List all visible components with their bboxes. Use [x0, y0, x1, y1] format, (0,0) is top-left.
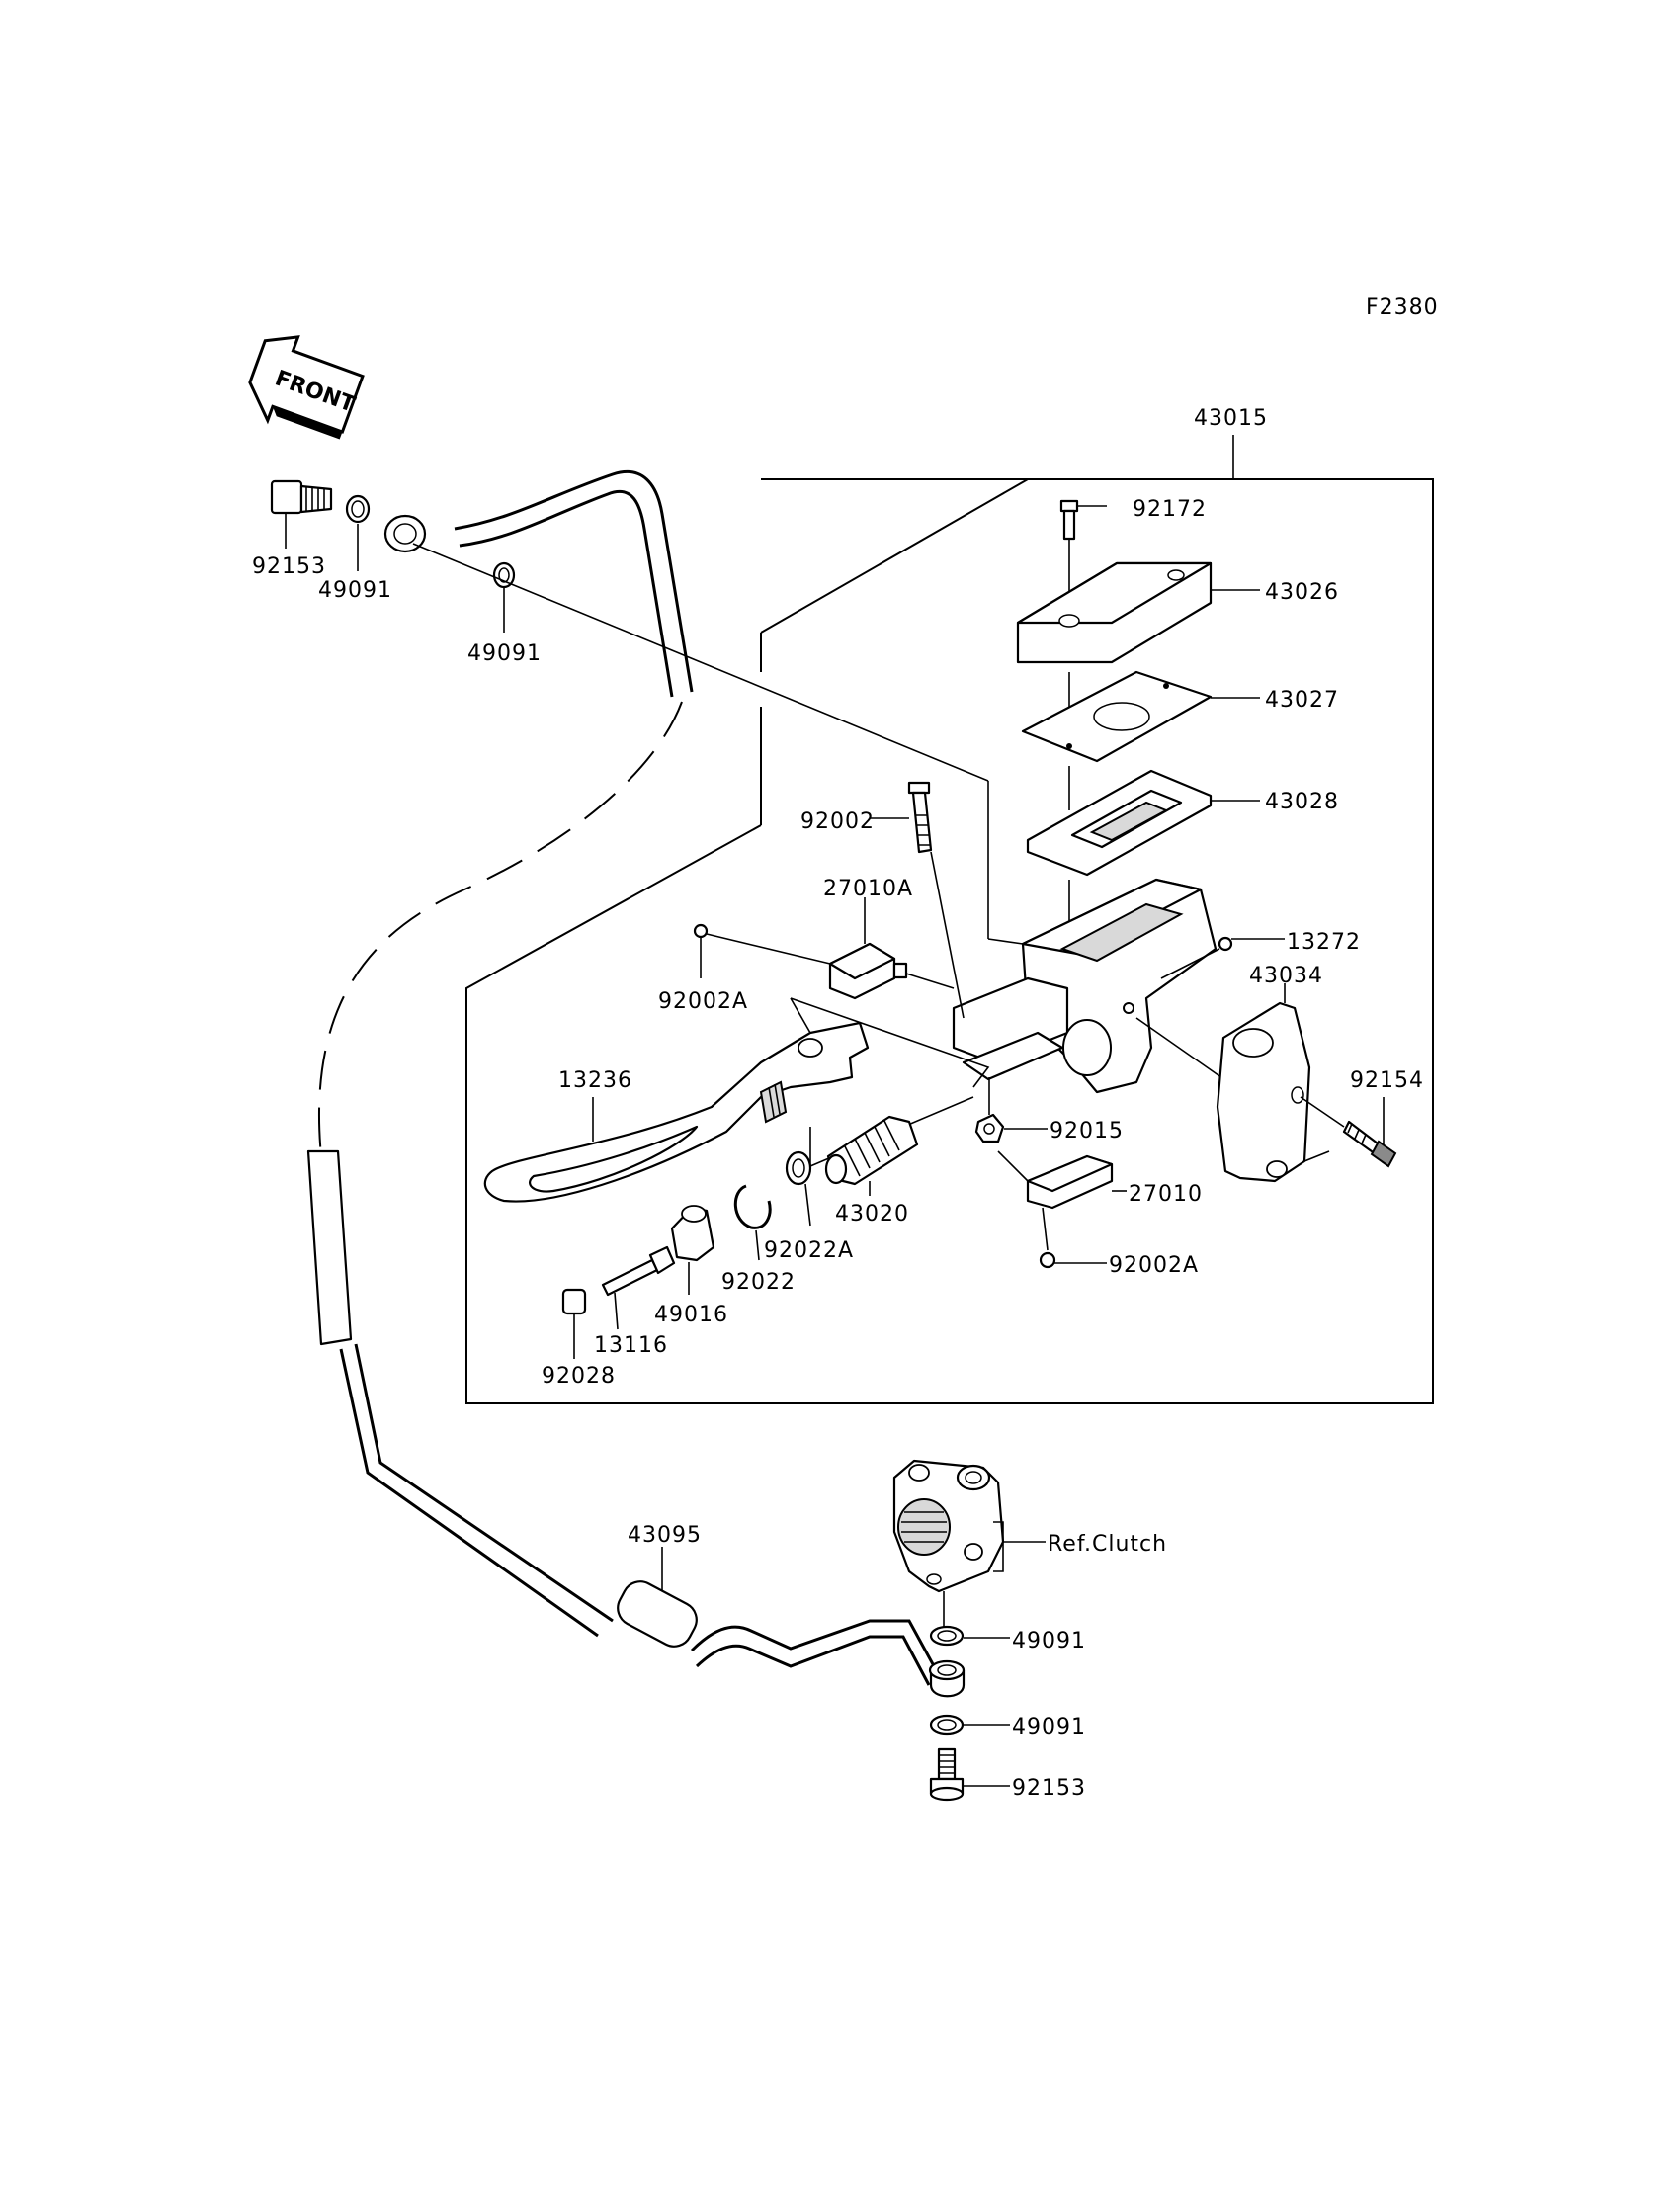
label-92002A-top: 92002A — [658, 989, 748, 1014]
label-13116: 13116 — [594, 1333, 668, 1358]
label-92015: 92015 — [1050, 1119, 1124, 1143]
switch-27010 — [997, 1150, 1127, 1269]
label-92172: 92172 — [1133, 497, 1207, 522]
banjo-bolt-92153-top — [270, 479, 989, 782]
label-43027: 43027 — [1265, 688, 1339, 713]
label-92022A: 92022A — [764, 1238, 854, 1263]
figure-code: F2380 — [1366, 296, 1439, 320]
label-92022: 92022 — [721, 1270, 796, 1295]
label-49091-b: 49091 — [467, 641, 542, 666]
label-49091-d: 49091 — [1012, 1715, 1086, 1739]
label-92154: 92154 — [1350, 1068, 1424, 1093]
label-43015: 43015 — [1194, 406, 1268, 431]
reservoir-cap-stack — [1016, 499, 1260, 939]
label-92028: 92028 — [542, 1364, 616, 1389]
front-arrow-icon: FRONT — [248, 335, 365, 440]
label-43026: 43026 — [1265, 580, 1339, 605]
label-92153-top: 92153 — [252, 554, 326, 579]
pivot-bolt-92002 — [870, 781, 965, 1019]
switch-27010A — [693, 897, 955, 1000]
label-27010A: 27010A — [823, 877, 913, 901]
label-27010: 27010 — [1129, 1182, 1203, 1207]
label-92002A-bottom: 92002A — [1109, 1253, 1199, 1278]
clamp-43034 — [1216, 983, 1397, 1183]
master-cylinder-body — [952, 781, 1236, 1094]
clutch-release-cylinder — [892, 1459, 1046, 1631]
clutch-hose — [306, 469, 941, 1686]
label-49091-c: 49091 — [1012, 1629, 1086, 1653]
label-92153-bottom: 92153 — [1012, 1776, 1086, 1801]
clutch-lever-13236 — [483, 997, 990, 1203]
assembly-frame-43015 — [465, 435, 1434, 1404]
label-43028: 43028 — [1265, 790, 1339, 814]
label-49016: 49016 — [654, 1303, 728, 1327]
piston-43020 — [824, 1115, 919, 1196]
label-43020: 43020 — [835, 1202, 909, 1227]
label-49091-a: 49091 — [318, 578, 392, 603]
screw-13272 — [1160, 936, 1285, 979]
label-43034: 43034 — [1249, 964, 1323, 988]
label-92002: 92002 — [800, 809, 875, 834]
label-13236: 13236 — [558, 1068, 632, 1093]
banjo-stack-bottom — [928, 1625, 1010, 1802]
label-13272: 13272 — [1287, 930, 1361, 955]
label-ref-clutch: Ref.Clutch — [1048, 1532, 1167, 1557]
nut-92015 — [974, 1077, 1048, 1143]
label-43095: 43095 — [628, 1523, 702, 1548]
small-parts-row — [561, 1150, 812, 1359]
